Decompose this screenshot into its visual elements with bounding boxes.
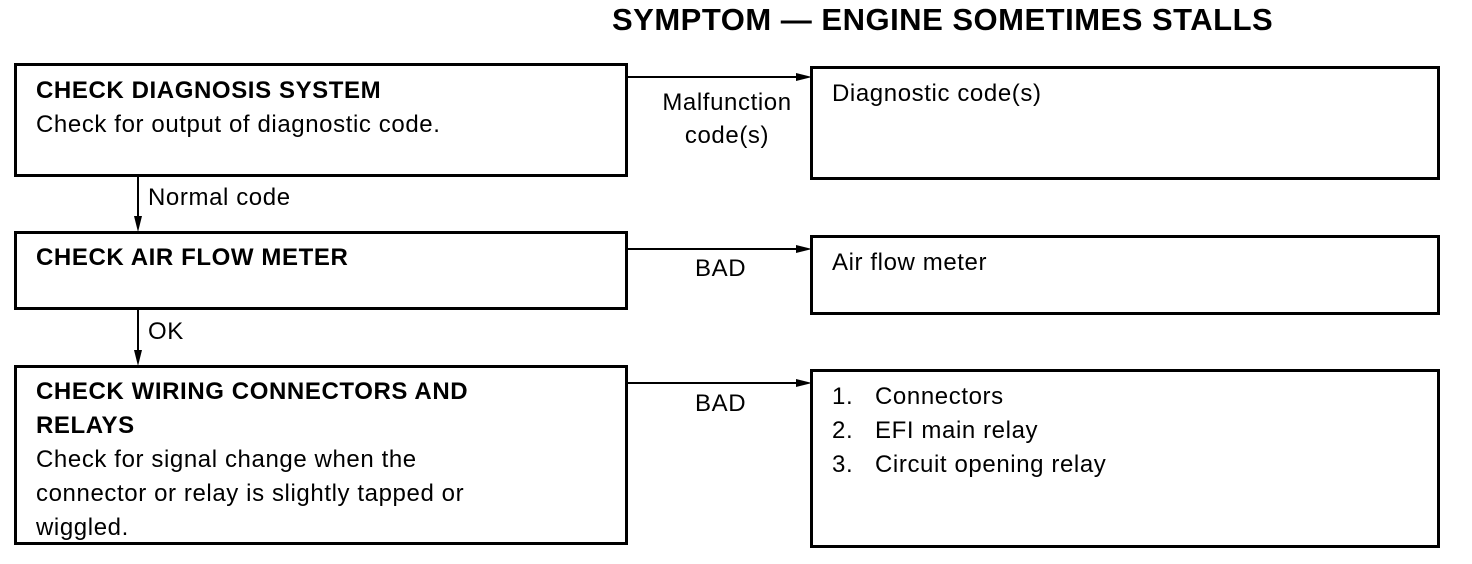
- result-air-flow-meter-box: Air flow meter: [810, 235, 1440, 315]
- result-item-number: 2.: [832, 417, 854, 444]
- check-body-line2: connector or relay is slightly tapped or: [36, 480, 465, 507]
- down-arrow-1: [134, 216, 142, 232]
- ok-label: OK: [148, 318, 184, 345]
- check-body-line1: Check for signal change when the: [36, 446, 417, 473]
- check-heading: CHECK DIAGNOSIS SYSTEM: [36, 77, 382, 104]
- result-item-number: 3.: [832, 451, 854, 478]
- branch-arrow-1: [796, 73, 812, 81]
- result-diagnostic-codes-box: Diagnostic code(s): [810, 66, 1440, 180]
- result-list-item: 2. EFI main relay: [832, 414, 1437, 448]
- diagram-title: SYMPTOM — ENGINE SOMETIMES STALLS: [612, 2, 1274, 37]
- bad-label-1: BAD: [695, 255, 747, 282]
- result-text: Air flow meter: [832, 249, 988, 276]
- result-list-item: 3. Circuit opening relay: [832, 448, 1437, 482]
- result-list: 1. Connectors 2. EFI main relay 3. Circu…: [832, 380, 1437, 482]
- check-diagnosis-system-box: CHECK DIAGNOSIS SYSTEM Check for output …: [14, 63, 628, 177]
- result-connectors-relays-box: 1. Connectors 2. EFI main relay 3. Circu…: [810, 369, 1440, 548]
- branch-arrow-3: [796, 379, 812, 387]
- check-body: Check for output of diagnostic code.: [36, 111, 441, 138]
- malfunction-label-line1: Malfunction: [662, 89, 792, 116]
- result-item-text: EFI main relay: [875, 417, 1039, 444]
- normal-code-label: Normal code: [148, 184, 291, 211]
- bad-label-2: BAD: [695, 390, 747, 417]
- malfunction-label-line2: code(s): [684, 122, 770, 149]
- result-item-text: Connectors: [875, 383, 1004, 410]
- result-item-number: 1.: [832, 383, 854, 410]
- malfunction-label: Malfunction code(s): [640, 86, 814, 152]
- check-heading-line1: CHECK WIRING CONNECTORS AND: [36, 378, 469, 405]
- check-body-line3: wiggled.: [36, 514, 129, 541]
- down-arrow-2: [134, 350, 142, 366]
- branch-arrow-2: [796, 245, 812, 253]
- check-wiring-connectors-box: CHECK WIRING CONNECTORS AND RELAYS Check…: [14, 365, 628, 545]
- result-item-text: Circuit opening relay: [875, 451, 1107, 478]
- check-air-flow-meter-box: CHECK AIR FLOW METER: [14, 231, 628, 310]
- check-heading: CHECK AIR FLOW METER: [36, 244, 349, 271]
- result-text: Diagnostic code(s): [832, 80, 1042, 107]
- result-list-item: 1. Connectors: [832, 380, 1437, 414]
- check-heading-line2: RELAYS: [36, 412, 135, 439]
